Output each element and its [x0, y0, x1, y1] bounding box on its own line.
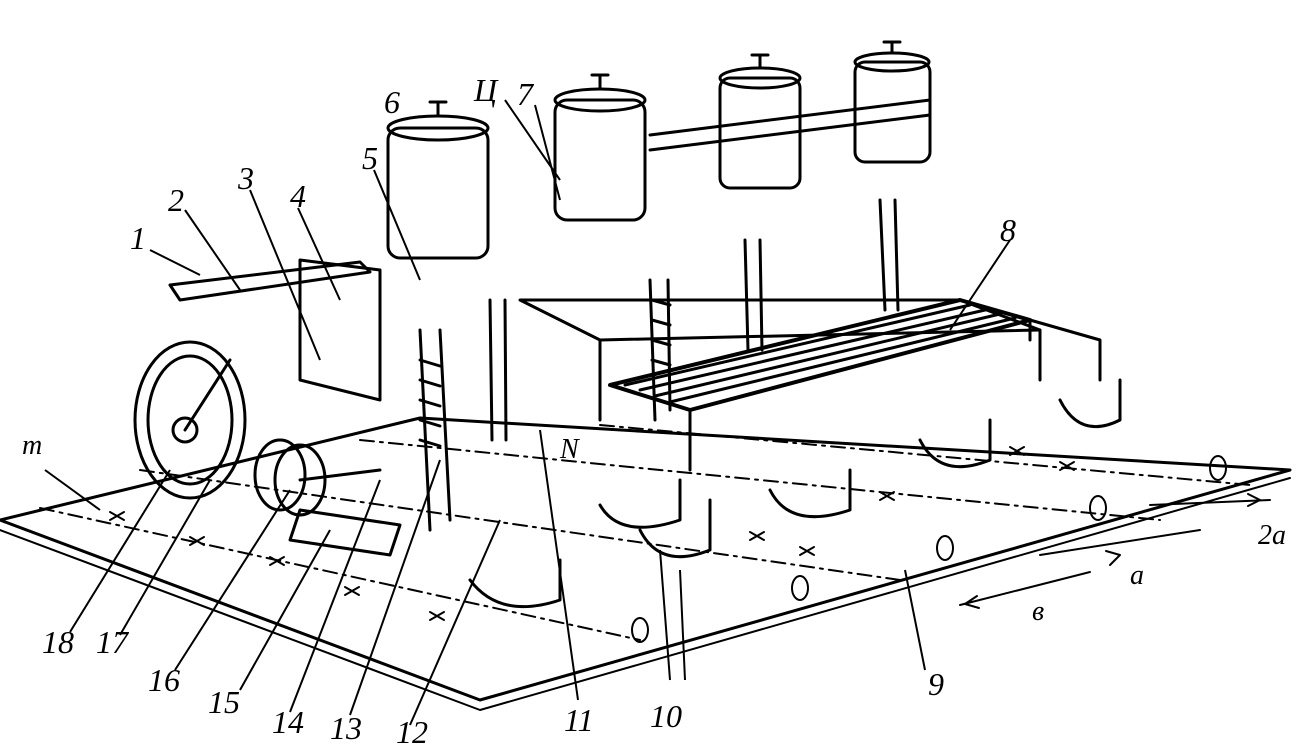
callout-7: 7 [517, 76, 533, 112]
coulters [468, 378, 1122, 609]
callout-3: 3 [238, 160, 254, 196]
field-mark-a: a [1130, 560, 1144, 591]
field-mark-2a: 2a [1258, 520, 1286, 551]
drive-wheel [133, 340, 247, 500]
front-bar [168, 260, 372, 302]
field-mark-n: N [560, 434, 579, 465]
callout-6: 6 [384, 84, 400, 120]
callout-15: 15 [208, 684, 240, 720]
row-lines [39, 424, 1251, 641]
spring-posts [418, 198, 900, 532]
dimension-arrows [959, 493, 1271, 609]
field-mark-b: в [1032, 596, 1045, 627]
callout-10: 10 [650, 698, 682, 734]
callout-5: 5 [362, 140, 378, 176]
callout-16: 16 [148, 662, 180, 698]
callout-1: 1 [130, 220, 146, 256]
callout-8: 8 [1000, 212, 1016, 248]
callout-2: 2 [168, 182, 184, 218]
press-block [288, 508, 402, 557]
chain-drive [298, 258, 382, 402]
seed-marks [109, 446, 1227, 643]
side-marker-arm [1028, 318, 1102, 382]
callout-17: 17 [96, 624, 128, 660]
marker-wheel [253, 438, 382, 517]
seed-hoppers [386, 40, 932, 260]
callout-13: 13 [330, 710, 362, 746]
callout-18: 18 [42, 624, 74, 660]
callout-11: 11 [564, 702, 594, 738]
top-rail [648, 98, 932, 152]
callout-9: 9 [928, 666, 944, 702]
field-mark-m: m [22, 430, 43, 461]
callout-c: Ц [474, 72, 498, 108]
callout-12: 12 [396, 714, 428, 750]
field-ground-plane [0, 416, 1292, 702]
callout-4: 4 [290, 178, 306, 214]
callout-14: 14 [272, 704, 304, 740]
